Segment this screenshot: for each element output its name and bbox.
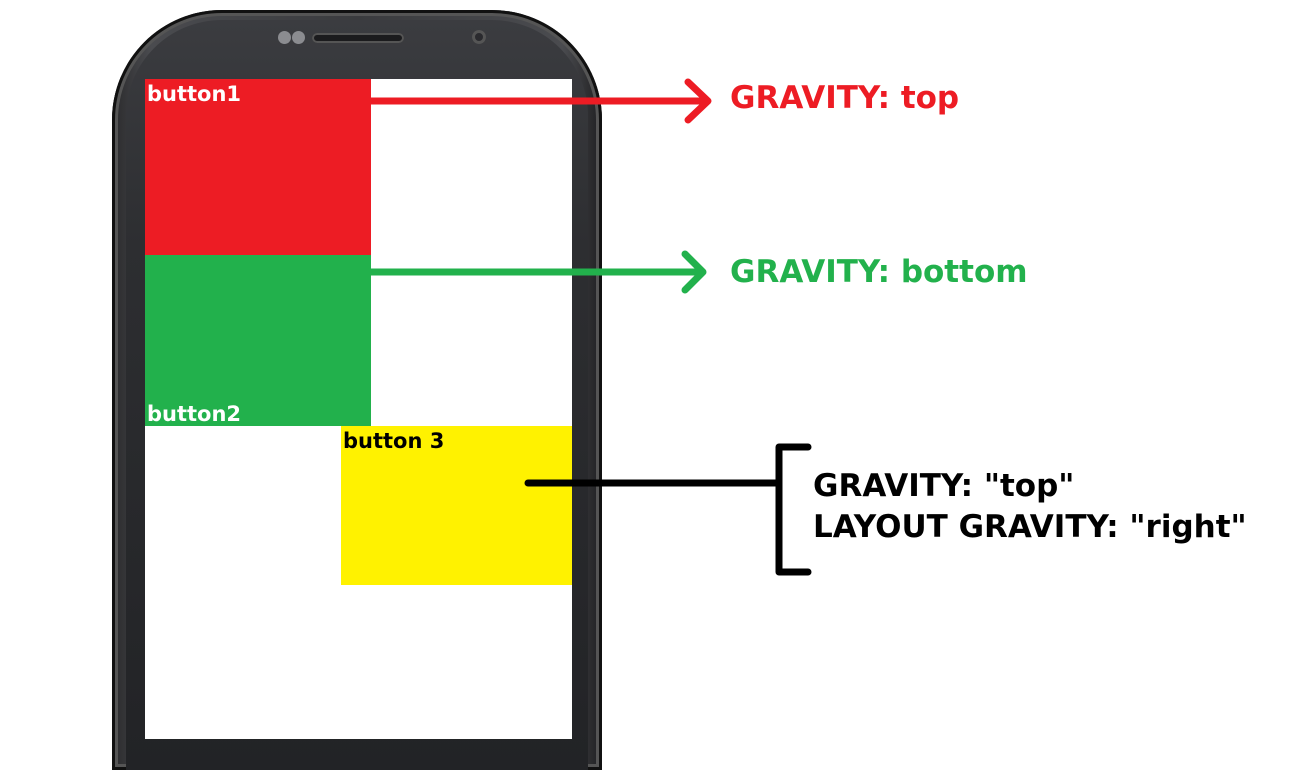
button1[interactable]: button1	[145, 79, 371, 255]
proximity-sensor-icon	[278, 31, 291, 44]
bracket-icon	[524, 443, 812, 576]
annotation-overlay	[371, 78, 812, 576]
arrow-right-icon	[371, 78, 712, 124]
speaker-grille-icon	[312, 33, 404, 43]
button2[interactable]: button2	[145, 255, 371, 426]
layout-gravity-line: LAYOUT GRAVITY: "right"	[813, 509, 1247, 545]
light-sensor-icon	[292, 31, 305, 44]
button1-label: button1	[147, 82, 242, 106]
button3[interactable]: button 3	[341, 426, 572, 585]
button3-label: button 3	[343, 429, 445, 453]
gravity-bottom-label: GRAVITY: bottom	[730, 254, 1028, 290]
gravity-top-label: GRAVITY: top	[730, 80, 960, 116]
button3-annotation: GRAVITY: "top" LAYOUT GRAVITY: "right"	[813, 466, 1247, 548]
button2-label: button2	[147, 402, 242, 426]
gravity-line: GRAVITY: "top"	[813, 468, 1075, 504]
arrow-right-icon	[371, 250, 707, 294]
front-camera-icon	[472, 30, 486, 44]
